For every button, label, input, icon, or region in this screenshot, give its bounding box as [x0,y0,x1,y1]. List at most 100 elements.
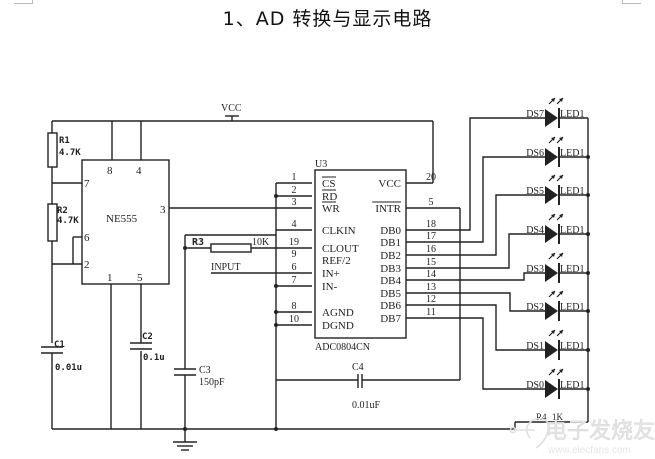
adc0804-chip: U3 ADC0804CN 1CS2RD3WR4CLKIN19CLOUT9REF/… [289,121,460,353]
r2-ref: R2 [57,206,68,216]
vcc-rail: VCC [52,103,433,122]
data-bus [460,117,545,390]
c1-ref: C1 [54,340,65,350]
led-ref: DS7 [526,109,544,120]
led-ds2: DS2 LED1 [526,290,590,321]
adc-ref: U3 [315,159,327,170]
adc-pin-label-dgnd: DGND [322,320,354,332]
led-part: LED1 [560,225,584,236]
adc-pin-number-4: 4 [292,219,297,230]
arrow-head [559,137,563,141]
adc-pin-number-17: 17 [426,231,436,242]
bus-line-db1 [460,156,545,243]
adc-pin-number-20: 20 [426,172,436,183]
led-ds6: DS6 LED1 [526,136,590,167]
led-ds7: DS7 LED1 [526,97,588,128]
capacitor-c2: C2 0.1u [130,332,165,363]
adc-pin-number-19: 19 [289,237,299,248]
c4-ref: C4 [352,362,364,373]
adc-pin-label-db3: DB3 [380,263,401,275]
input-label: INPUT [211,262,240,273]
led-ref: DS5 [526,186,544,197]
adc-pin-label-db2: DB2 [380,250,401,262]
led-ref: DS2 [526,302,544,313]
arrow-head [559,291,563,295]
capacitor-c3: C3 150pF [174,244,225,429]
adc-pin-label-clkin: CLKIN [322,225,356,237]
adc-pin-label-rd: RD [322,191,337,203]
diode-triangle-icon [545,225,558,243]
capacitor-c1: C1 0.01u [41,340,82,429]
ne555-pin-7: 7 [84,178,90,190]
adc-pin-number-18: 18 [426,219,436,230]
page-corner-mark-right [622,0,641,4]
led-part: LED1 [560,109,584,120]
adc-pin-label-wr: WR [322,203,340,215]
led-part: LED1 [560,264,584,275]
adc-pin-label-clout: CLOUT [322,243,359,255]
r1-ref: R1 [59,136,70,146]
led-ref: DS6 [526,148,544,159]
adc-pin-label-agnd: AGND [322,307,354,319]
adc-pin-label-db5: DB5 [380,288,401,300]
led-part: LED1 [560,341,584,352]
arrow-head [559,330,563,334]
adc-pin-label-in: IN- [322,281,338,293]
adc-pin-label-in: IN+ [322,268,340,280]
arrow-head [551,137,555,141]
ne555-pin-1: 1 [107,272,113,284]
arrow-head [559,253,563,257]
adc-pin-label-vcc: VCC [378,178,401,190]
ne555-pin-2: 2 [84,259,90,271]
arrow-head [559,214,563,218]
ne555-chip: NE555 8 4 7 6 2 3 1 5 [52,121,312,429]
adc-pin-number-9: 9 [292,249,297,260]
vcc-label: VCC [221,103,242,114]
led-part: LED1 [560,380,584,391]
adc-pin-number-13: 13 [426,282,436,293]
arrow-head [551,98,555,102]
led-part: LED1 [560,148,584,159]
diode-triangle-icon [545,380,558,398]
page-corner-mark-left [14,0,33,4]
led-ref: DS0 [526,380,544,391]
watermark-text: 电子发烧友 [545,418,655,443]
led-part: LED1 [560,302,584,313]
diode-triangle-icon [545,186,558,204]
adc-pin-number-6: 6 [292,262,297,273]
adc-pin-number-2: 2 [292,185,297,196]
arrow-head [559,369,563,373]
watermark-url: www.elecfans.com [547,445,631,456]
r3-value: 10K [252,237,270,248]
bus-line-db2 [460,194,545,256]
diode-triangle-icon [545,264,558,282]
adc-pin-number-7: 7 [292,275,297,286]
resistor-r2: R2 4.7K [47,203,79,343]
adc-left-bus: C4 0.01uF [274,182,461,429]
resistor-r3: R3 10K [183,234,312,253]
adc-pin-label-db1: DB1 [380,237,401,249]
adc-pin-number-16: 16 [426,244,436,255]
adc-pin-number-14: 14 [426,269,436,280]
adc-pin-number-8: 8 [292,301,297,312]
ne555-pin-6: 6 [84,232,90,244]
arrow-head [551,369,555,373]
adc-pin-number-3: 3 [292,197,297,208]
input-net: INPUT [211,262,312,274]
adc-pin-label-cs: CS [322,178,335,190]
arrow-head [559,98,563,102]
bus-line-db6 [460,304,545,351]
adc-pin-label-db6: DB6 [380,300,401,312]
diode-triangle-icon [545,148,558,166]
bus-line-db3 [460,233,545,269]
resistor-r1: R1 4.7K [47,121,81,204]
adc-pin-number-12: 12 [426,294,436,305]
adc-pin-number-1: 1 [292,172,297,183]
adc-pin-number-10: 10 [289,314,299,325]
diode-triangle-icon [545,341,558,359]
led-ref: DS3 [526,264,544,275]
r1-value: 4.7K [59,148,81,158]
